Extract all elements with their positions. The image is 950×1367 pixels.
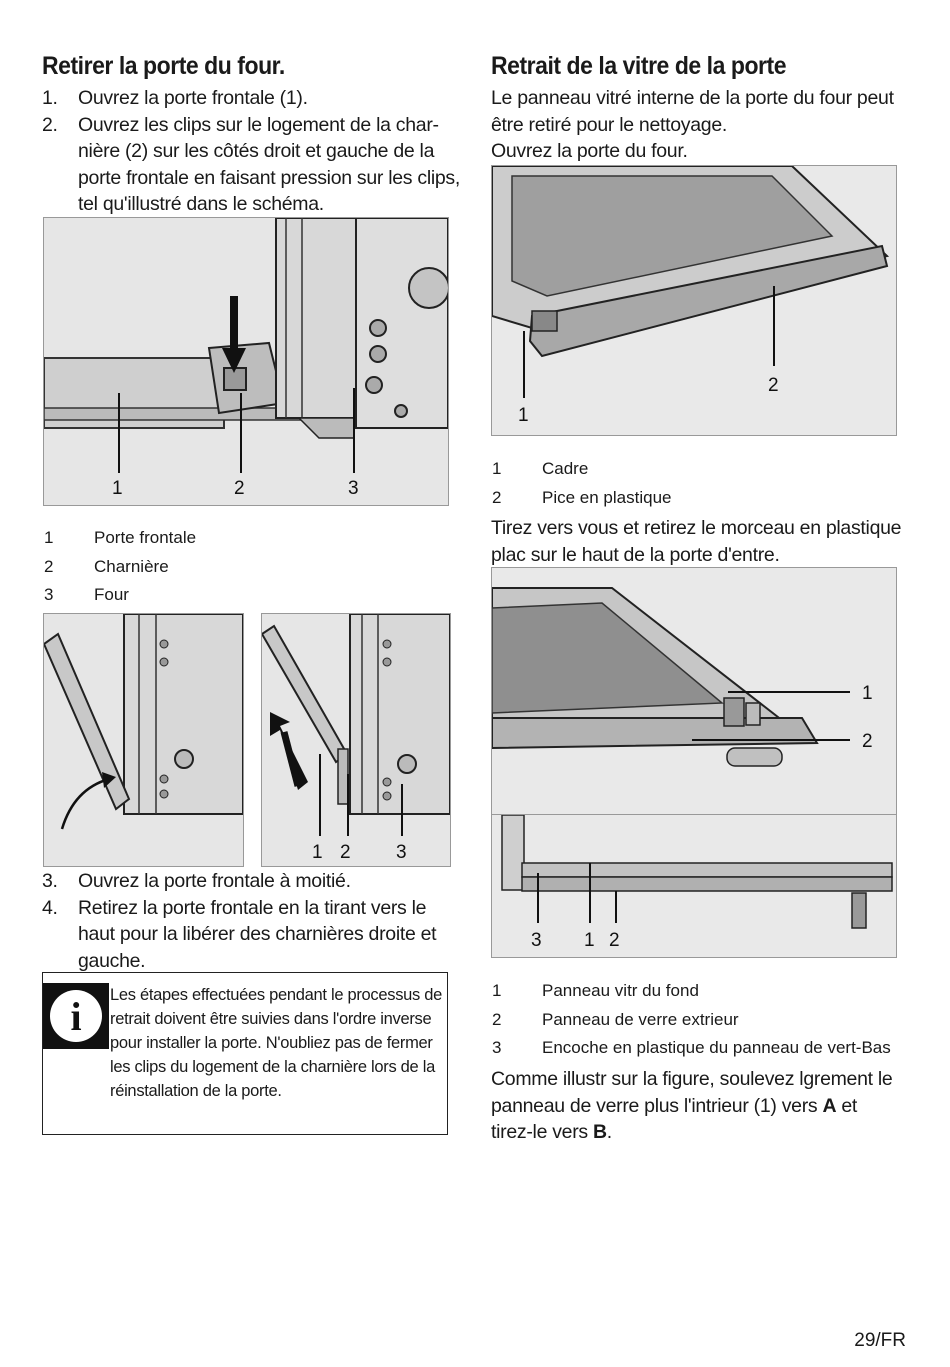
callout-1: 1 [518,405,529,426]
section-title-remove-glass: Retrait de la vitre de la porte [491,52,787,80]
final-instruction: Comme illustr sur la figure, soulevez lg… [491,1066,903,1146]
info-icon-glyph: i [50,990,102,1042]
steps-list-b: 3. Ouvrez la porte frontale à moitié. 4. R… [42,868,452,974]
legend-label: Panneau vitr du fond [542,981,699,1001]
step-text: Ouvrez les clips sur le logement de la c… [78,113,461,216]
legend-number: 1 [44,528,54,548]
legend-number: 1 [492,459,502,479]
callout-2: 2 [862,731,873,752]
callout-3: 3 [348,478,359,499]
legend-number: 1 [492,981,502,1001]
callout-1: 1 [584,930,595,951]
step-2: 2. Ouvrez les clips sur le logement de la… [42,112,466,218]
info-note-text: Les étapes effectuées pendant le process… [110,986,443,1100]
label-b: B [593,1121,607,1143]
step-1: 1. Ouvrez la porte frontale (1). [42,85,466,112]
final-text-start: Comme illustr sur la figure, soulevez lg… [491,1068,893,1117]
step-text: Ouvrez la porte frontale à moitié. [78,870,351,892]
figure-hinge-clips: 1 2 3 [43,217,449,506]
pull-plastic-text: Tirez vers vous et retirez le morceau en… [491,517,902,566]
step-4: 4. Retirez la porte frontale en la tirant… [42,895,452,975]
callout-1: 1 [862,683,873,704]
callout-3: 3 [531,930,542,951]
step-text: Ouvrez la porte frontale (1). [78,87,308,109]
legend-item: 2 Pice en plastique [492,484,792,513]
callout-1: 1 [112,478,123,499]
legend-label: Cadre [542,459,589,479]
figure-door-frame: 1 2 [491,165,897,436]
figure-glass-side: 3 1 2 [491,814,897,958]
legend-number: 3 [44,585,54,605]
legend-number: 2 [492,487,502,507]
label-a: A [822,1094,837,1117]
step-number: 3. [42,870,58,892]
legend-number: 2 [492,1009,502,1029]
callout-2: 2 [234,478,245,499]
left-column: Retirer la porte du four. 1. Ouvrez la po… [42,52,466,218]
intro-text: Le panneau vitré interne de la porte du … [491,87,894,136]
legend-item: 2 Panneau de verre extrieur [492,1006,904,1035]
info-note: i Les étapes effectuées pendant le proce… [42,972,448,1135]
step-number: 4. [42,896,58,919]
step-number: 2. [42,113,58,136]
figure-glass-panels: 1 2 [491,567,897,815]
legend-frame: 1 Cadre 2 Pice en plastique [492,455,792,512]
legend-label: Charnière [94,556,169,576]
legend-item: 1 Panneau vitr du fond [492,977,904,1006]
legend-glass: 1 Panneau vitr du fond 2 Panneau de verre … [492,977,904,1063]
steps-list-a: 1. Ouvrez la porte frontale (1). 2. Ouvrez… [42,85,466,218]
info-icon: i [43,983,109,1049]
legend-hinge: 1 Porte frontale 2 Charnière 3 Four [44,524,344,610]
callout-2: 2 [768,375,779,396]
legend-number: 2 [44,556,54,576]
step-text: Retirez la porte frontale en la tirant v… [78,896,437,972]
open-door-text: Ouvrez la porte du four. [491,140,688,162]
callout-2: 2 [609,930,620,951]
legend-label: Porte frontale [94,528,197,548]
legend-item: 3 Four [44,581,344,610]
legend-label: Encoche en plastique du panneau de vert-… [542,1038,891,1058]
step-number: 1. [42,87,58,109]
final-text-mid: et tirez-le vers [491,1094,858,1144]
callout-2: 2 [340,842,351,863]
legend-label: Pice en plastique [542,487,672,507]
legend-item: 1 Cadre [492,455,792,484]
legend-item: 1 Porte frontale [44,524,344,553]
page-number: 29/FR [854,1330,906,1351]
legend-item: 3 Encoche en plastique du panneau de vert… [492,1034,904,1063]
final-text-end: . [606,1121,612,1143]
legend-item: 2 Charnière [44,553,344,582]
callout-1: 1 [312,842,323,863]
legend-label: Panneau de verre extrieur [542,1009,739,1029]
section-title-remove-door: Retirer la porte du four. [42,52,285,80]
legend-number: 3 [492,1038,502,1058]
legend-label: Four [94,585,129,605]
right-column: Retrait de la vitre de la porte Le panne… [491,52,903,165]
callout-3: 3 [396,842,407,863]
figure-door-half-open [43,613,244,867]
figure-door-lift: 1 2 3 [261,613,451,867]
step-3: 3. Ouvrez la porte frontale à moitié. [42,868,452,895]
